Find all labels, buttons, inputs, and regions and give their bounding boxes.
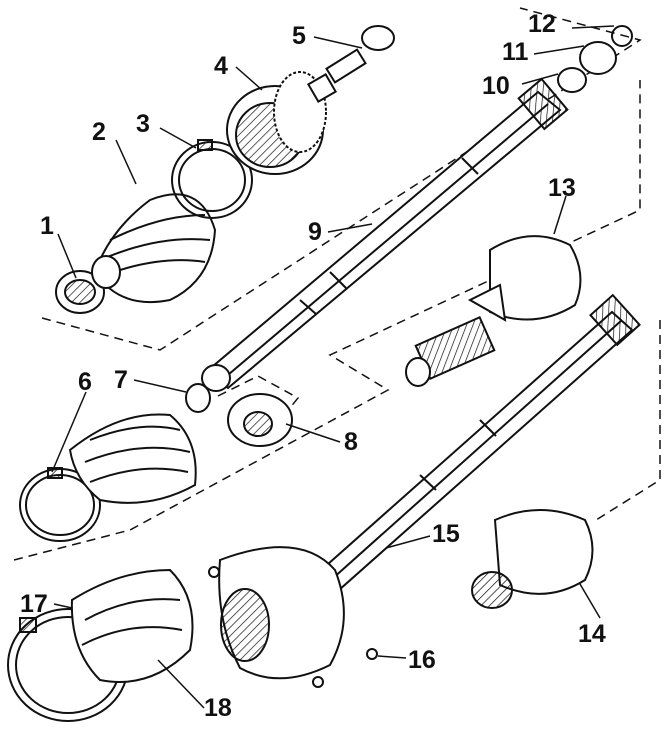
- right-group-outline: [595, 320, 661, 521]
- leader-1: [57, 233, 77, 279]
- callout-5: 5: [292, 22, 306, 50]
- leader-15: [385, 535, 431, 549]
- part-3-clamp-ring: [171, 139, 253, 219]
- callout-7: 7: [114, 366, 128, 394]
- joint-8-outline: [217, 375, 300, 421]
- part-10-washer: [557, 67, 587, 93]
- callout-10: 10: [482, 72, 510, 100]
- part-16-screw: [366, 648, 378, 660]
- upper-boot-assembly: [55, 25, 395, 314]
- leader-9: [327, 223, 373, 233]
- callout-6: 6: [78, 368, 92, 396]
- leader-17: [53, 603, 73, 609]
- part-6-boot: [68, 413, 197, 504]
- callout-14: 14: [578, 620, 606, 648]
- part-18-boot: [70, 568, 194, 683]
- middle-group-outline: [13, 80, 641, 561]
- part-7-clamp: [185, 383, 211, 413]
- callout-9: 9: [308, 218, 322, 246]
- part-9-upper-shaft: [201, 77, 569, 392]
- lower-boot-assembly: [19, 383, 293, 542]
- leader-3: [159, 127, 197, 149]
- leader-11: [533, 45, 585, 55]
- callout-15: 15: [432, 520, 460, 548]
- leader-5: [313, 36, 363, 49]
- leader-16: [377, 655, 407, 659]
- callout-11: 11: [502, 38, 529, 66]
- upper-group-outline: [41, 7, 642, 351]
- group-dashed-outlines: [13, 7, 661, 561]
- part-14-outer-joint: [471, 509, 594, 609]
- callout-labels: 1 2 3 4 5 6 7 8 9 10 11 12 13 14 15 16 1…: [20, 10, 606, 722]
- leader-6: [51, 391, 87, 473]
- leader-12: [571, 25, 615, 29]
- leader-4: [235, 66, 263, 91]
- callout-17: 17: [20, 590, 48, 618]
- callout-18: 18: [204, 694, 232, 722]
- callout-8: 8: [344, 428, 358, 456]
- part-6-clamp: [19, 467, 101, 542]
- callout-16: 16: [408, 646, 436, 674]
- callout-12: 12: [528, 10, 556, 38]
- callout-13: 13: [548, 174, 576, 202]
- leader-lines: [51, 25, 615, 709]
- part-8-tripod-joint: [227, 393, 293, 447]
- leader-13: [553, 195, 567, 235]
- leader-18: [157, 659, 205, 709]
- leader-2: [115, 139, 137, 185]
- part-2-boot: [91, 193, 217, 304]
- leader-10: [521, 73, 559, 85]
- shaft-end-parts: [557, 25, 633, 93]
- part-11-seal: [579, 41, 617, 75]
- leader-8: [285, 423, 341, 443]
- part-1-clamp: [55, 270, 105, 314]
- part-13-outer-joint: [405, 235, 582, 387]
- leader-14: [579, 583, 601, 619]
- callout-1: 1: [40, 212, 54, 240]
- part-5-nut: [325, 25, 395, 84]
- lower-clamp-boot: [7, 568, 194, 722]
- part-inner-joint-housing: [208, 546, 345, 688]
- callout-2: 2: [92, 118, 106, 146]
- part-4-cv-joint-housing: [226, 71, 338, 175]
- part-12-circlip: [611, 25, 633, 47]
- callout-3: 3: [136, 110, 150, 138]
- leader-7: [133, 379, 187, 393]
- callout-4: 4: [214, 52, 228, 80]
